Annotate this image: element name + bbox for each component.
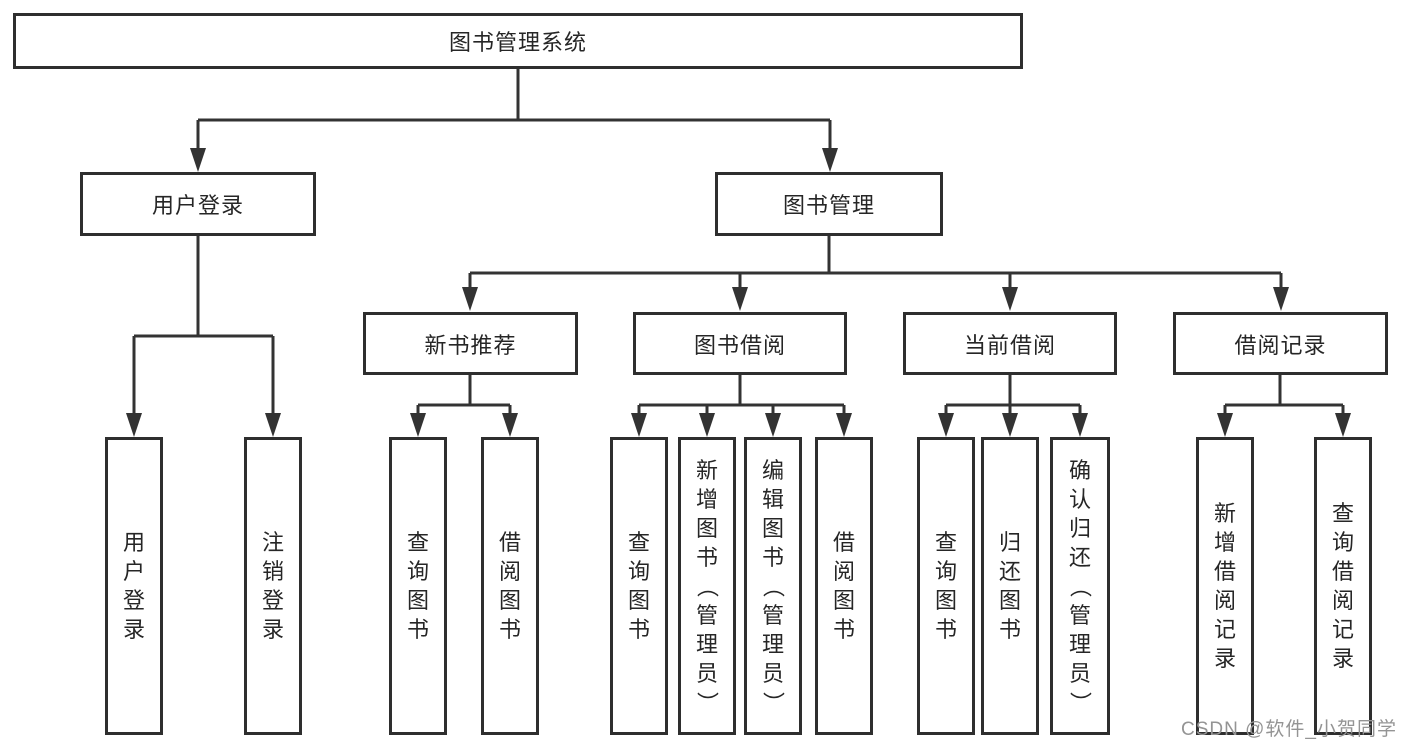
node-label: 查询借阅记录	[1331, 501, 1354, 671]
node-label: 新书推荐	[424, 332, 517, 358]
node-library-system: 图书管理系统	[13, 13, 1023, 69]
node-leaf-borrow-book: 借阅图书	[815, 437, 873, 735]
arrowhead-icon	[1335, 413, 1351, 437]
node-label: 确认归还（管理员）	[1067, 457, 1093, 714]
node-book-borrow: 图书借阅	[633, 312, 847, 375]
arrowhead-icon	[631, 413, 647, 437]
node-label: 借阅图书	[832, 530, 855, 642]
connector-line	[1223, 375, 1345, 415]
node-label: 借阅图书	[498, 530, 521, 642]
node-label: 借阅记录	[1234, 332, 1327, 358]
node-leaf-return-book: 归还图书	[981, 437, 1039, 735]
node-label: 新增借阅记录	[1213, 501, 1236, 671]
node-borrow-record: 借阅记录	[1173, 312, 1388, 375]
node-leaf-user-login: 用户登录	[105, 437, 163, 735]
connector-line	[196, 69, 832, 150]
node-label: 查询图书	[627, 530, 650, 642]
node-label: 图书管理系统	[448, 30, 587, 55]
node-label: 查询图书	[406, 530, 429, 642]
node-leaf-confirm-return-admin: 确认归还（管理员）	[1050, 437, 1110, 735]
node-leaf-query-book-current: 查询图书	[917, 437, 975, 735]
arrowhead-icon	[765, 413, 781, 437]
arrowhead-icon	[190, 148, 206, 172]
node-leaf-add-book-admin: 新增图书（管理员）	[678, 437, 736, 735]
node-current-borrow: 当前借阅	[903, 312, 1117, 375]
connector-line	[944, 375, 1082, 415]
node-leaf-borrow-book-recommend: 借阅图书	[481, 437, 539, 735]
arrowhead-icon	[502, 413, 518, 437]
node-label: 图书管理	[782, 193, 875, 218]
node-label: 图书借阅	[693, 332, 786, 358]
arrowhead-icon	[410, 413, 426, 437]
connector-line	[637, 375, 846, 415]
connector-line	[468, 236, 1283, 290]
watermark: CSDN @软件_小贺同学	[1181, 719, 1397, 740]
node-label: 注销登录	[261, 530, 284, 642]
node-leaf-query-borrow-record: 查询借阅记录	[1314, 437, 1372, 735]
arrowhead-icon	[462, 287, 478, 311]
node-label: 归还图书	[998, 530, 1021, 642]
arrowhead-icon	[1072, 413, 1088, 437]
arrowhead-icon	[699, 413, 715, 437]
node-leaf-query-book-borrow: 查询图书	[610, 437, 668, 735]
node-label: 新增图书（管理员）	[694, 457, 720, 714]
connector-line	[416, 375, 512, 415]
node-user-login: 用户登录	[80, 172, 316, 236]
node-label: 查询图书	[934, 530, 957, 642]
arrowhead-icon	[1002, 413, 1018, 437]
node-new-book-recommend: 新书推荐	[363, 312, 578, 375]
node-leaf-logout: 注销登录	[244, 437, 302, 735]
arrowhead-icon	[1002, 287, 1018, 311]
connector-line	[132, 236, 275, 415]
node-label: 用户登录	[122, 530, 145, 642]
arrowhead-icon	[836, 413, 852, 437]
arrowhead-icon	[938, 413, 954, 437]
node-book-management: 图书管理	[715, 172, 943, 236]
node-label: 用户登录	[151, 193, 244, 218]
node-label: 编辑图书（管理员）	[760, 457, 786, 714]
node-label: 当前借阅	[963, 332, 1056, 358]
arrowhead-icon	[126, 413, 142, 437]
arrowhead-icon	[265, 413, 281, 437]
node-leaf-query-book-recommend: 查询图书	[389, 437, 447, 735]
node-leaf-add-borrow-record: 新增借阅记录	[1196, 437, 1254, 735]
arrowhead-icon	[1217, 413, 1233, 437]
arrowhead-icon	[1273, 287, 1289, 311]
node-leaf-edit-book-admin: 编辑图书（管理员）	[744, 437, 802, 735]
arrowhead-icon	[732, 287, 748, 311]
arrowhead-icon	[822, 148, 838, 172]
